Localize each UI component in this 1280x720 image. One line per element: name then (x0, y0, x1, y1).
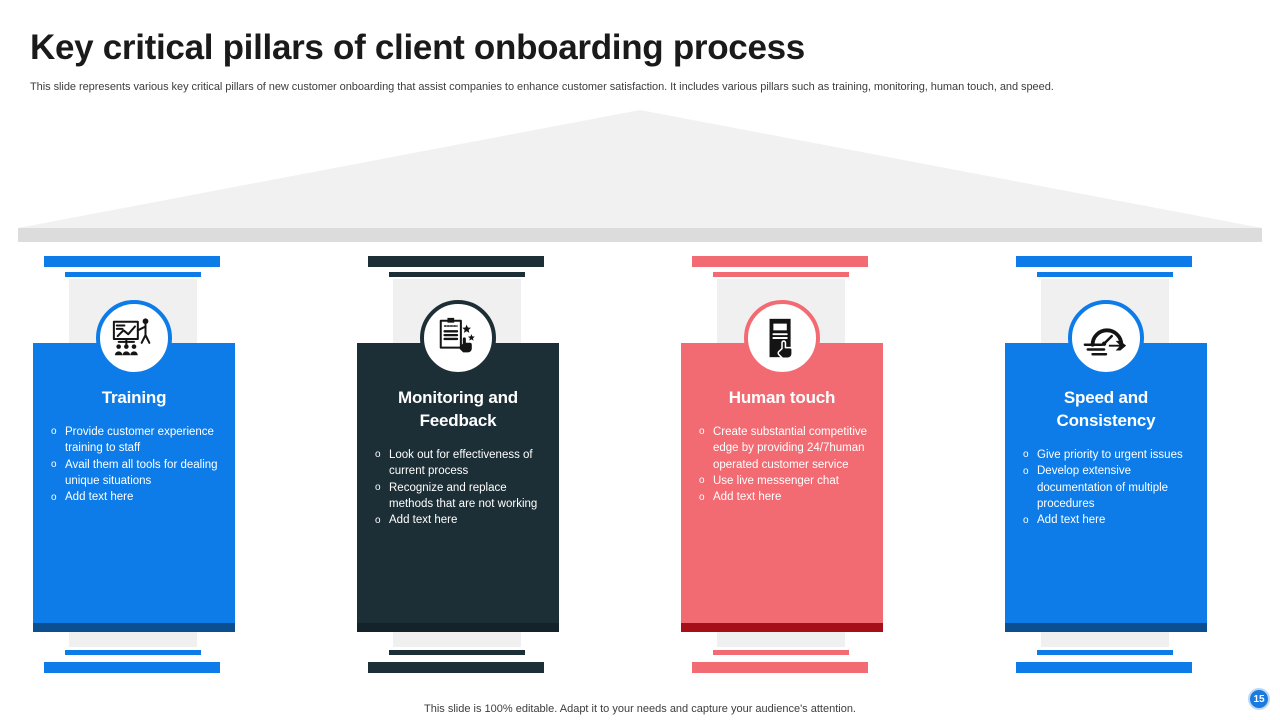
pillar-cap-mid-bar (389, 272, 525, 277)
pillar-card-bottom-edge (357, 623, 559, 632)
pillar-card-title: Human touch (728, 388, 836, 407)
pillar-cap-mid-bar (65, 272, 201, 277)
list-item: o Add text here (695, 489, 869, 505)
list-bullet: o (1023, 514, 1029, 526)
pillar-card-bottom-edge (1005, 623, 1207, 632)
list-item: o Give priority to urgent issues (1019, 447, 1193, 463)
page-title: Key critical pillars of client onboardin… (30, 28, 805, 67)
kiosk-touch-icon (759, 315, 805, 361)
list-item: o Develop extensive documentation of mul… (1019, 463, 1193, 512)
pillar-base-bot-bar (1016, 662, 1192, 673)
list-item-text: Add text here (65, 491, 134, 504)
pillar-base-bot-bar (368, 662, 544, 673)
list-item-text: Develop extensive documentation of multi… (1037, 465, 1169, 510)
pillar-card[interactable]: Training o Provide customer experience t… (33, 343, 235, 623)
list-item: o Add text here (371, 512, 545, 528)
list-item-text: Use live messenger chat (713, 474, 839, 487)
pillar-base-mid-bar (65, 650, 201, 655)
pillar-base-mid-bar (389, 650, 525, 655)
list-item-text: Look out for effectiveness of current pr… (389, 448, 533, 478)
pillar-card-title: Speed and Consistency (1056, 388, 1156, 430)
list-bullet: o (699, 491, 705, 503)
temple-roof (0, 110, 1280, 242)
pillar-base-mid-bar (1037, 650, 1173, 655)
pillar-icon-badge[interactable] (1068, 300, 1144, 376)
list-bullet: o (1023, 465, 1029, 477)
pillar-base-bot-bar (692, 662, 868, 673)
list-bullet: o (1023, 449, 1029, 461)
list-bullet: o (699, 426, 705, 438)
pillar-card[interactable]: Human touch o Create substantial competi… (681, 343, 883, 623)
pillar-card[interactable]: Speed and Consistency o Give priority to… (1005, 343, 1207, 623)
pillar-icon-badge[interactable] (96, 300, 172, 376)
page-number-badge: 15 (1248, 688, 1270, 710)
pillar-base-bot-bar (44, 662, 220, 673)
pillar-card-bottom-edge (33, 623, 235, 632)
pillar-2[interactable]: Monitoring and Feedback o Look out for e… (357, 250, 609, 675)
pillar-card-bottom-edge (681, 623, 883, 632)
pillar-cap-top-bar (692, 256, 868, 267)
list-bullet: o (51, 491, 57, 503)
pillar-1[interactable]: Training o Provide customer experience t… (33, 250, 285, 675)
list-item: o Look out for effectiveness of current … (371, 447, 545, 480)
pillar-cap-top-bar (44, 256, 220, 267)
speedometer-icon (1083, 315, 1129, 361)
pillar-base-mid-bar (713, 650, 849, 655)
list-item-text: Add text here (389, 514, 458, 527)
pillar-card[interactable]: Monitoring and Feedback o Look out for e… (357, 343, 559, 623)
pillar-cap-mid-bar (713, 272, 849, 277)
pillar-cap-top-bar (368, 256, 544, 267)
footer-note: This slide is 100% editable. Adapt it to… (424, 703, 856, 715)
list-item: o Use live messenger chat (695, 473, 869, 489)
pillar-cap-top-bar (1016, 256, 1192, 267)
pillar-cap-mid-bar (1037, 272, 1173, 277)
pillar-card-list: o Provide customer experience training t… (47, 424, 221, 506)
list-item: o Recognize and replace methods that are… (371, 480, 545, 513)
list-bullet: o (375, 449, 381, 461)
pillar-card-list: o Create substantial competitive edge by… (695, 424, 869, 506)
pillar-card-list: o Look out for effectiveness of current … (371, 447, 545, 529)
list-item: o Add text here (1019, 512, 1193, 528)
list-item: o Avail them all tools for dealing uniqu… (47, 457, 221, 490)
list-item-text: Give priority to urgent issues (1037, 448, 1183, 461)
list-bullet: o (375, 482, 381, 494)
list-item-text: Avail them all tools for dealing unique … (65, 458, 218, 487)
list-item: o Add text here (47, 489, 221, 505)
pillar-4[interactable]: Speed and Consistency o Give priority to… (1005, 250, 1257, 675)
pillar-card-list: o Give priority to urgent issues o Devel… (1019, 447, 1193, 529)
list-bullet: o (51, 426, 57, 438)
pillar-icon-badge[interactable] (744, 300, 820, 376)
training-presentation-icon (111, 315, 157, 361)
pillar-card-title: Monitoring and Feedback (398, 388, 518, 430)
list-item-text: Create substantial competitive edge by p… (713, 425, 868, 471)
pillar-card-title: Training (101, 388, 167, 407)
list-bullet: o (51, 459, 57, 471)
list-item-text: Recognize and replace methods that are n… (389, 481, 538, 510)
pillar-3[interactable]: Human touch o Create substantial competi… (681, 250, 933, 675)
clipboard-rating-icon (435, 315, 481, 361)
pillars-container: Training o Provide customer experience t… (0, 250, 1280, 680)
roof-triangle (18, 110, 1262, 228)
roof-base-bar (18, 228, 1262, 242)
list-item-text: Provide customer experience training to … (65, 425, 214, 455)
list-item-text: Add text here (713, 491, 782, 504)
list-bullet: o (375, 514, 381, 526)
list-item: o Create substantial competitive edge by… (695, 424, 869, 473)
list-item-text: Add text here (1037, 514, 1106, 527)
list-item: o Provide customer experience training t… (47, 424, 221, 457)
list-bullet: o (699, 475, 705, 487)
pillar-icon-badge[interactable] (420, 300, 496, 376)
page-subtitle: This slide represents various key critic… (30, 81, 1054, 93)
